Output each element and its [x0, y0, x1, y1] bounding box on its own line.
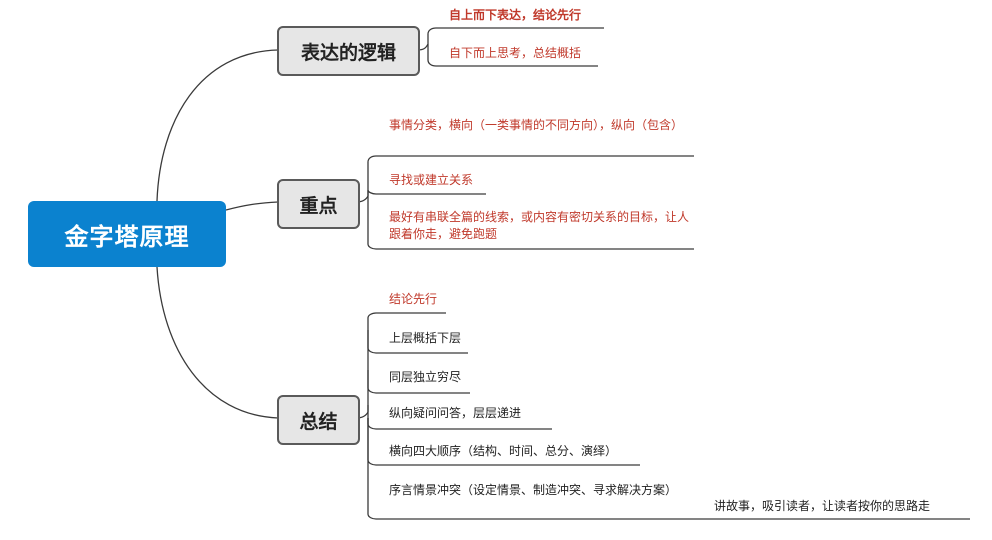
topic-label: 表达的逻辑: [300, 41, 396, 64]
leaf-text: 同层独立穷尽: [389, 370, 462, 384]
leaf-clue[interactable]: 最好有串联全篇的线索，或内容有密切关系的目标，让人跟着你走，避免跑题: [389, 209, 689, 243]
topic-key-points[interactable]: 重点: [277, 179, 360, 229]
topic-label: 总结: [299, 410, 338, 433]
connector-root-summary: [156, 266, 279, 419]
leaf-vertical-qa[interactable]: 纵向疑问问答，层层递进: [389, 405, 521, 422]
leaf-find-relation[interactable]: 寻找或建立关系: [389, 172, 473, 189]
topic-label: 重点: [299, 194, 338, 217]
topic-expression-logic[interactable]: 表达的逻辑: [277, 26, 420, 76]
leaf-horizontal-order[interactable]: 横向四大顺序（结构、时间、总分、演绎）: [389, 443, 617, 460]
leaf-text: 序言情景冲突（设定情景、制造冲突、寻求解决方案）: [389, 483, 678, 497]
leaf-text: 讲故事，吸引读者，让读者按你的思路走: [714, 499, 931, 513]
leaf-text: 横向四大顺序（结构、时间、总分、演绎）: [389, 444, 618, 458]
root-topic-label: 金字塔原理: [64, 222, 190, 251]
leaf-scqa[interactable]: 序言情景冲突（设定情景、制造冲突、寻求解决方案）: [389, 482, 685, 499]
leaf-upper-summarizes-lower[interactable]: 上层概括下层: [389, 330, 461, 347]
leaf-text: 上层概括下层: [389, 331, 462, 345]
leaf-text: 结论先行: [389, 292, 438, 306]
leaf-bottom-up[interactable]: 自下而上思考，总结概括: [449, 45, 581, 62]
leaf-top-down[interactable]: 自上而下表达，结论先行: [449, 7, 581, 24]
root-topic[interactable]: 金字塔原理: [28, 201, 226, 267]
connector-root-focus: [225, 201, 279, 211]
leaf-text: 纵向疑问问答，层层递进: [389, 406, 522, 420]
leaf-text: 最好有串联全篇的线索，或内容有密切关系的目标，让人跟着你走，避免跑题: [389, 210, 690, 241]
leaf-text: 事情分类，横向（一类事情的不同方向），纵向（包含）: [389, 118, 684, 132]
leaf-text: 自下而上思考，总结概括: [449, 46, 582, 60]
topic-summary[interactable]: 总结: [277, 395, 360, 445]
leaf-conclusion-first[interactable]: 结论先行: [389, 291, 437, 308]
connector-root-logic: [156, 49, 279, 202]
leaf-text: 自上而下表达，结论先行: [449, 8, 582, 22]
leaf-classify[interactable]: 事情分类，横向（一类事情的不同方向），纵向（包含）: [389, 117, 689, 134]
leaf-storytelling-note[interactable]: 讲故事，吸引读者，让读者按你的思路走: [714, 498, 930, 515]
leaf-mece[interactable]: 同层独立穷尽: [389, 369, 461, 386]
leaf-text: 寻找或建立关系: [389, 173, 474, 187]
